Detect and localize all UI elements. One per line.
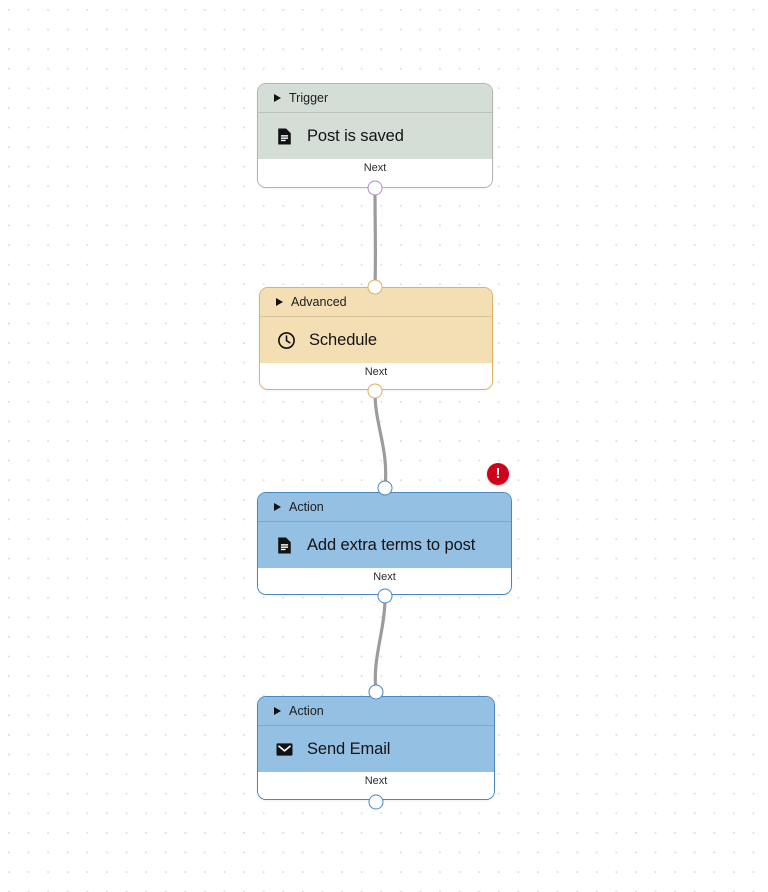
node-title: Post is saved	[307, 126, 404, 145]
clock-icon	[277, 331, 296, 350]
next-label: Next	[363, 162, 387, 174]
node-header[interactable]: Action	[258, 493, 511, 522]
error-badge-icon[interactable]: !	[487, 463, 509, 485]
edge-action-terms-to-send-email[interactable]	[373, 596, 387, 693]
action-email-output-port[interactable]	[368, 794, 384, 810]
node-title: Send Email	[307, 739, 391, 758]
next-label: Next	[364, 775, 388, 787]
envelope-icon	[275, 740, 294, 759]
next-label: Next	[373, 571, 396, 583]
node-title: Schedule	[309, 330, 378, 349]
next-label: Next	[364, 366, 388, 378]
node-body[interactable]: Post is saved	[258, 113, 492, 159]
trigger-output-port[interactable]	[367, 180, 383, 196]
node-category-label: Trigger	[289, 91, 329, 105]
node-category-label: Action	[289, 704, 324, 718]
action-terms-input-port[interactable]	[377, 480, 393, 496]
action-email-input-port[interactable]	[368, 684, 384, 700]
advanced-input-port[interactable]	[367, 279, 383, 295]
node-header[interactable]: Trigger	[258, 84, 492, 113]
action-terms-output-port[interactable]	[377, 588, 393, 604]
expand-triangle-icon[interactable]	[274, 94, 281, 102]
error-exclamation-glyph: !	[495, 465, 501, 482]
node-body[interactable]: Add extra terms to post	[258, 522, 511, 568]
expand-triangle-icon[interactable]	[274, 503, 281, 511]
node-category-label: Action	[289, 500, 324, 514]
edge-advanced-to-action-terms[interactable]	[373, 391, 388, 489]
node-category-label: Advanced	[291, 295, 347, 309]
node-header[interactable]: Action	[258, 697, 494, 726]
advanced-output-port[interactable]	[367, 383, 383, 399]
expand-triangle-icon[interactable]	[276, 298, 283, 306]
document-icon	[275, 127, 294, 146]
node-body[interactable]: Schedule	[260, 317, 492, 363]
expand-triangle-icon[interactable]	[274, 707, 281, 715]
node-title: Add extra terms to post	[307, 535, 476, 554]
document-icon	[275, 536, 294, 555]
node-body[interactable]: Send Email	[258, 726, 494, 772]
